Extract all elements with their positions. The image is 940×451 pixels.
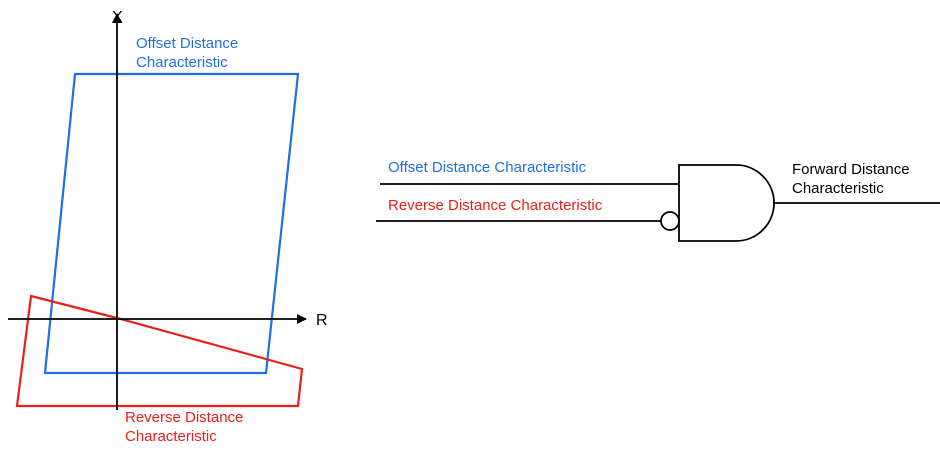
and-gate (678, 164, 775, 242)
reverse-label-line-1: Reverse Distance (125, 409, 243, 426)
x-axis-label: X (112, 9, 123, 26)
output-label-line-1: Forward Distance (792, 161, 910, 178)
rx-plot: X R Offset Distance Characteristic Rever… (8, 9, 328, 445)
r-axis-label: R (316, 312, 328, 329)
offset-label-line-1: Offset Distance (136, 35, 238, 52)
reverse-label-line-2: Characteristic (125, 428, 217, 445)
input-1-label: Offset Distance Characteristic (388, 159, 587, 176)
offset-characteristic-label: Offset Distance Characteristic (136, 35, 242, 71)
logic-diagram: Offset Distance Characteristic Reverse D… (376, 159, 940, 242)
offset-distance-characteristic-shape (43, 72, 300, 375)
output-label: Forward Distance Characteristic (792, 161, 914, 197)
inversion-bubble (660, 211, 680, 231)
input-2-label: Reverse Distance Characteristic (388, 197, 603, 214)
offset-label-line-2: Characteristic (136, 54, 228, 71)
reverse-distance-characteristic-shape (15, 294, 304, 408)
reverse-characteristic-label: Reverse Distance Characteristic (125, 409, 248, 445)
output-label-line-2: Characteristic (792, 180, 884, 197)
